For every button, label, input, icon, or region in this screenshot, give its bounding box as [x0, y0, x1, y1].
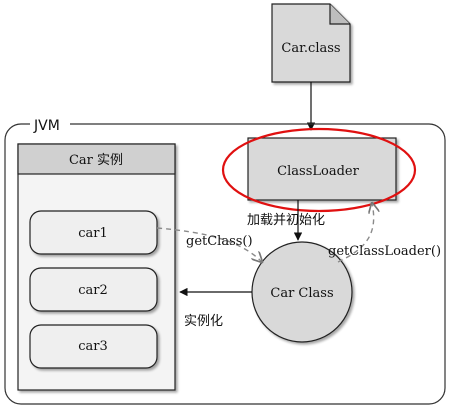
get-class-label: getClass()	[186, 234, 253, 249]
car-class-file	[271, 3, 351, 83]
classloader-box: ClassLoader	[247, 137, 397, 201]
car-class-label: Car Class	[270, 286, 333, 301]
instances-header	[17, 143, 176, 175]
instance-label: car3	[78, 339, 108, 354]
car-class-node: Car Class	[251, 241, 353, 343]
load-init-label: 加载并初始化	[247, 213, 325, 228]
jvm-label: JVM	[33, 118, 60, 134]
jvm-boundary	[4, 123, 446, 405]
classloader-label: ClassLoader	[277, 164, 359, 179]
instance-label: car1	[78, 226, 108, 241]
instance-item-car1: car1	[29, 210, 158, 255]
instances-header-label: Car 实例	[69, 153, 123, 168]
instance-label: car2	[78, 283, 108, 298]
instance-item-car3: car3	[29, 324, 158, 369]
car-class-file-label: Car.class	[281, 41, 340, 56]
get-class-arrow	[156, 227, 262, 262]
instantiate-label: 实例化	[184, 314, 223, 329]
classloader-highlight-ellipse	[221, 127, 417, 213]
get-classloader-arrow	[337, 203, 374, 263]
instance-item-car2: car2	[29, 267, 158, 312]
get-classloader-label: getClassLoader()	[328, 244, 441, 259]
